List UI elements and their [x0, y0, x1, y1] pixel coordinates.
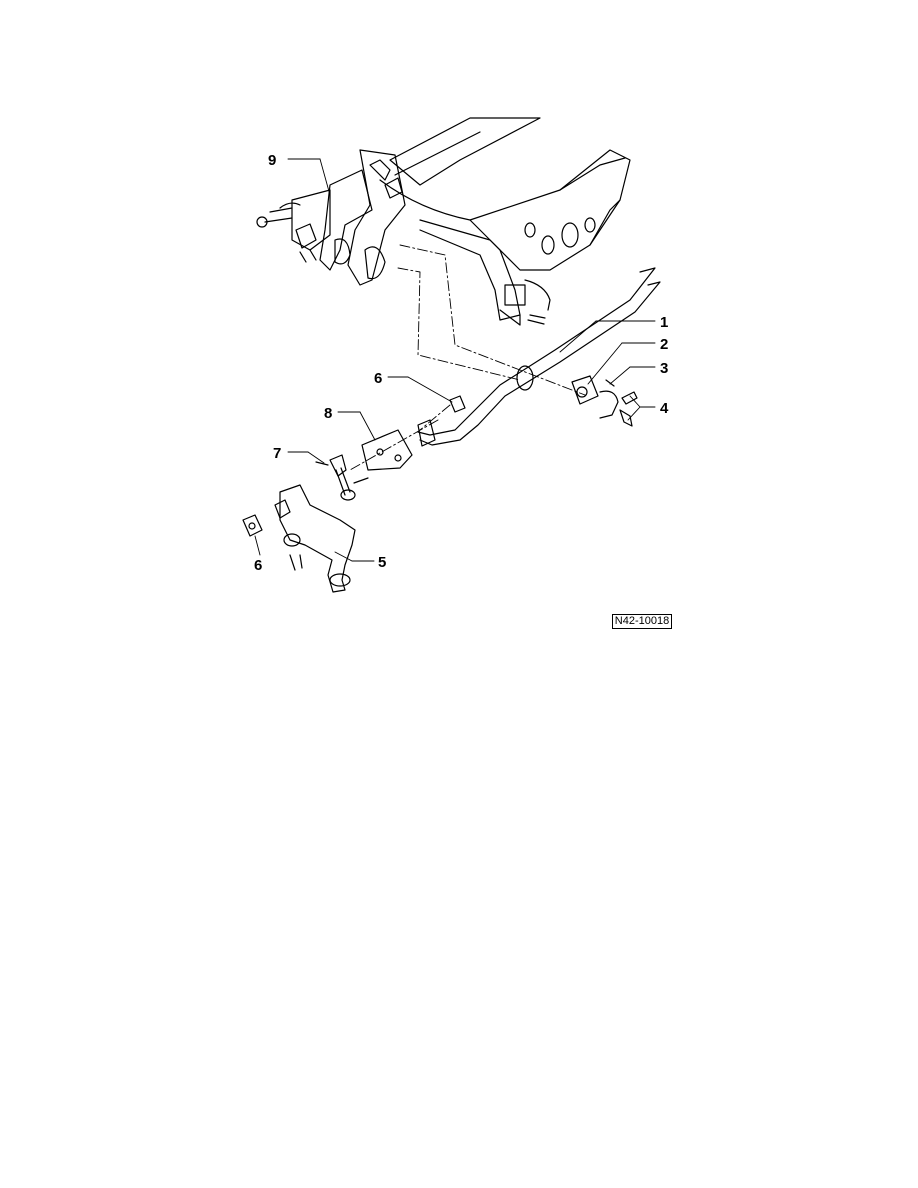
callout-9: 9: [268, 152, 276, 169]
callout-7: 7: [273, 445, 281, 462]
stabilizer-bar: [417, 267, 661, 447]
callout-6-lower: 6: [254, 557, 262, 574]
nut-lower: [242, 514, 263, 537]
wheel-bearing-housing: [274, 484, 356, 593]
callout-1: 1: [660, 314, 668, 331]
subframe: [256, 117, 631, 326]
callout-3: 3: [660, 360, 668, 377]
callout-6-upper: 6: [374, 370, 382, 387]
leader-lines: [254, 158, 656, 562]
callout-4: 4: [660, 400, 669, 417]
callout-2: 2: [660, 336, 668, 353]
callout-5: 5: [378, 554, 386, 571]
assembly-lines: [349, 244, 586, 471]
bracket-plate: [361, 429, 413, 471]
callout-8: 8: [324, 405, 332, 422]
nut-upper: [449, 395, 466, 413]
figure-id-label: N42-10018: [612, 614, 672, 629]
coupling-rod: [315, 454, 369, 501]
bushing-clamp-group: [571, 375, 638, 427]
